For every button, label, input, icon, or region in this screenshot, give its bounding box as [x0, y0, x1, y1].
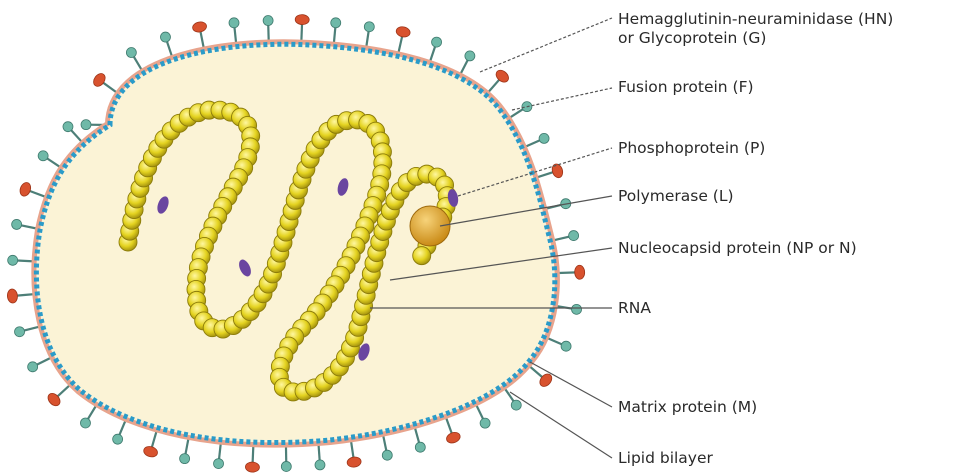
hn-spike	[534, 163, 565, 179]
label-lipid: Lipid bilayer	[618, 449, 713, 468]
matrix-protein-layer	[36, 44, 554, 442]
label-hn-line2: or Glycoprotein (G)	[618, 29, 893, 48]
hn-spike	[46, 383, 73, 408]
hn-spike	[18, 181, 49, 198]
label-rna: RNA	[618, 299, 651, 318]
label-hn-block: Hemagglutinin-neuraminidase (HN) or Glyc…	[618, 10, 893, 48]
label-fusion: Fusion protein (F)	[618, 78, 754, 97]
leader-hn	[480, 18, 612, 72]
label-matrix: Matrix protein (M)	[618, 398, 757, 417]
hn-spike	[486, 68, 511, 95]
label-polymerase: Polymerase (L)	[618, 187, 734, 206]
leader-lipid	[510, 392, 612, 458]
label-phospho: Phosphoprotein (P)	[618, 139, 765, 158]
hn-spike	[91, 71, 119, 94]
leader-fusion	[512, 88, 612, 110]
hn-spike	[445, 414, 462, 445]
nucleocapsid-bead	[413, 247, 431, 265]
polymerase-sphere	[410, 206, 450, 246]
label-hn-line1: Hemagglutinin-neuraminidase (HN)	[618, 10, 893, 29]
label-nucleocapsid: Nucleocapsid protein (NP or N)	[618, 239, 857, 258]
